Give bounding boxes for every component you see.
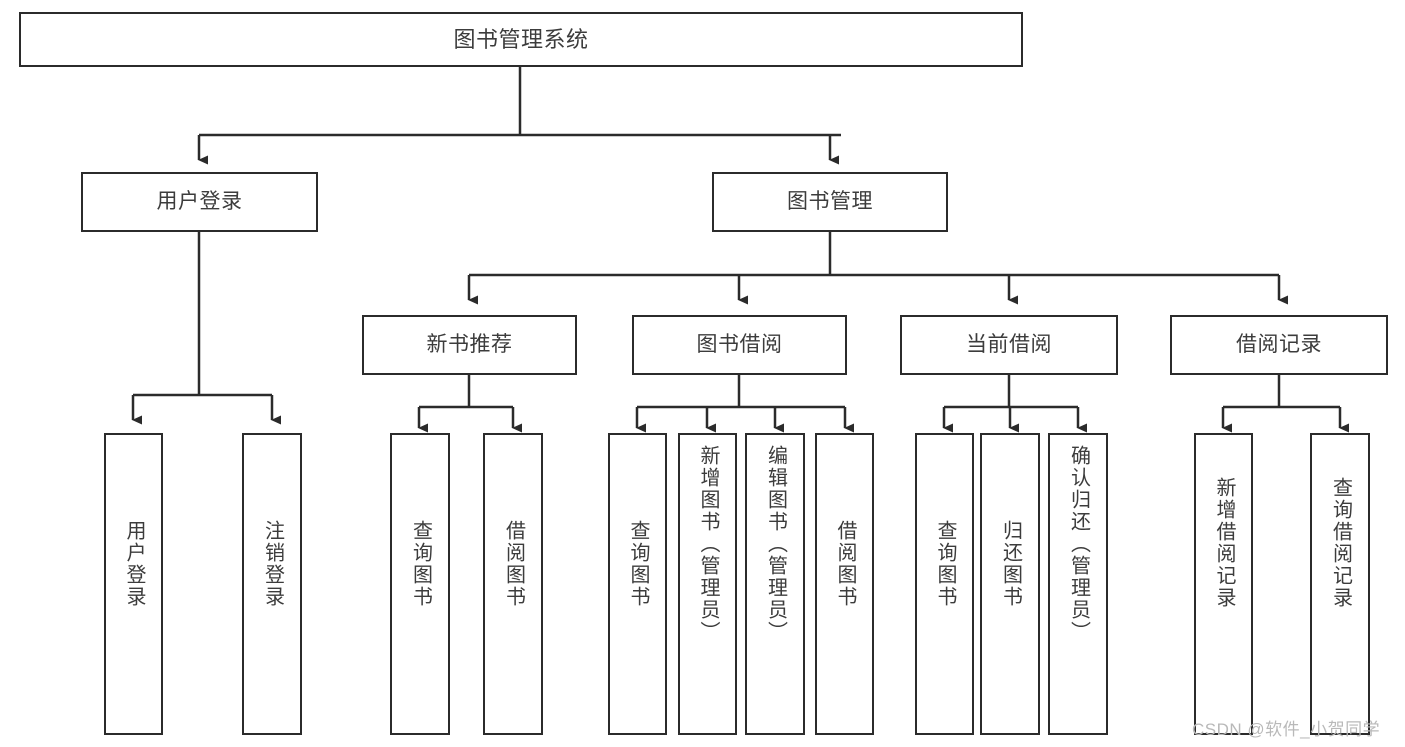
leaf-edit-book-admin[interactable]: 编辑图书（管理员） [745,433,805,735]
node-label: 新书推荐 [426,332,513,356]
node-label: 借阅记录 [1236,332,1322,356]
node-borrowing-records[interactable]: 借阅记录 [1170,315,1388,375]
node-label: 新增图书（管理员） [697,445,719,643]
node-book-management-system[interactable]: 图书管理系统 [19,12,1023,67]
node-label: 查询图书 [934,520,956,608]
node-label: 编辑图书（管理员） [764,445,787,643]
node-label: 归还图书 [999,520,1022,608]
node-label: 查询图书 [627,520,649,608]
node-label: 用户登录 [156,189,243,213]
leaf-query-books-borrowing[interactable]: 查询图书 [608,433,667,735]
leaf-user-login[interactable]: 用户登录 [104,433,163,735]
node-user-login[interactable]: 用户登录 [81,172,318,232]
node-label: 确认归还（管理员） [1067,445,1090,643]
leaf-add-borrowing-record[interactable]: 新增借阅记录 [1194,433,1253,735]
node-label: 图书管理系统 [453,26,589,52]
node-label: 注销登录 [261,520,284,608]
node-label: 当前借阅 [966,332,1052,356]
node-label: 图书借阅 [696,332,783,356]
leaf-add-book-admin[interactable]: 新增图书（管理员） [678,433,737,735]
leaf-query-books-current[interactable]: 查询图书 [915,433,974,735]
node-label: 借阅图书 [834,520,856,608]
leaf-logout[interactable]: 注销登录 [242,433,302,735]
leaf-borrow-books-recommendation[interactable]: 借阅图书 [483,433,543,735]
leaf-return-books[interactable]: 归还图书 [980,433,1040,735]
leaf-query-books-recommendation[interactable]: 查询图书 [390,433,450,735]
leaf-borrow-books-borrowing[interactable]: 借阅图书 [815,433,874,735]
node-label: 新增借阅记录 [1213,477,1235,609]
leaf-query-borrowing-record[interactable]: 查询借阅记录 [1310,433,1370,735]
node-label: 查询图书 [409,520,432,608]
node-label: 图书管理 [787,189,873,213]
node-book-management[interactable]: 图书管理 [712,172,948,232]
node-label: 用户登录 [123,520,145,608]
csdn-watermark: CSDN @软件_小贺同学 [1192,720,1381,739]
node-current-borrowing[interactable]: 当前借阅 [900,315,1118,375]
node-label: 借阅图书 [502,520,525,608]
leaf-confirm-return-admin[interactable]: 确认归还（管理员） [1048,433,1108,735]
node-label: 查询借阅记录 [1329,477,1352,609]
node-new-book-recommendation[interactable]: 新书推荐 [362,315,577,375]
node-book-borrowing[interactable]: 图书借阅 [632,315,847,375]
